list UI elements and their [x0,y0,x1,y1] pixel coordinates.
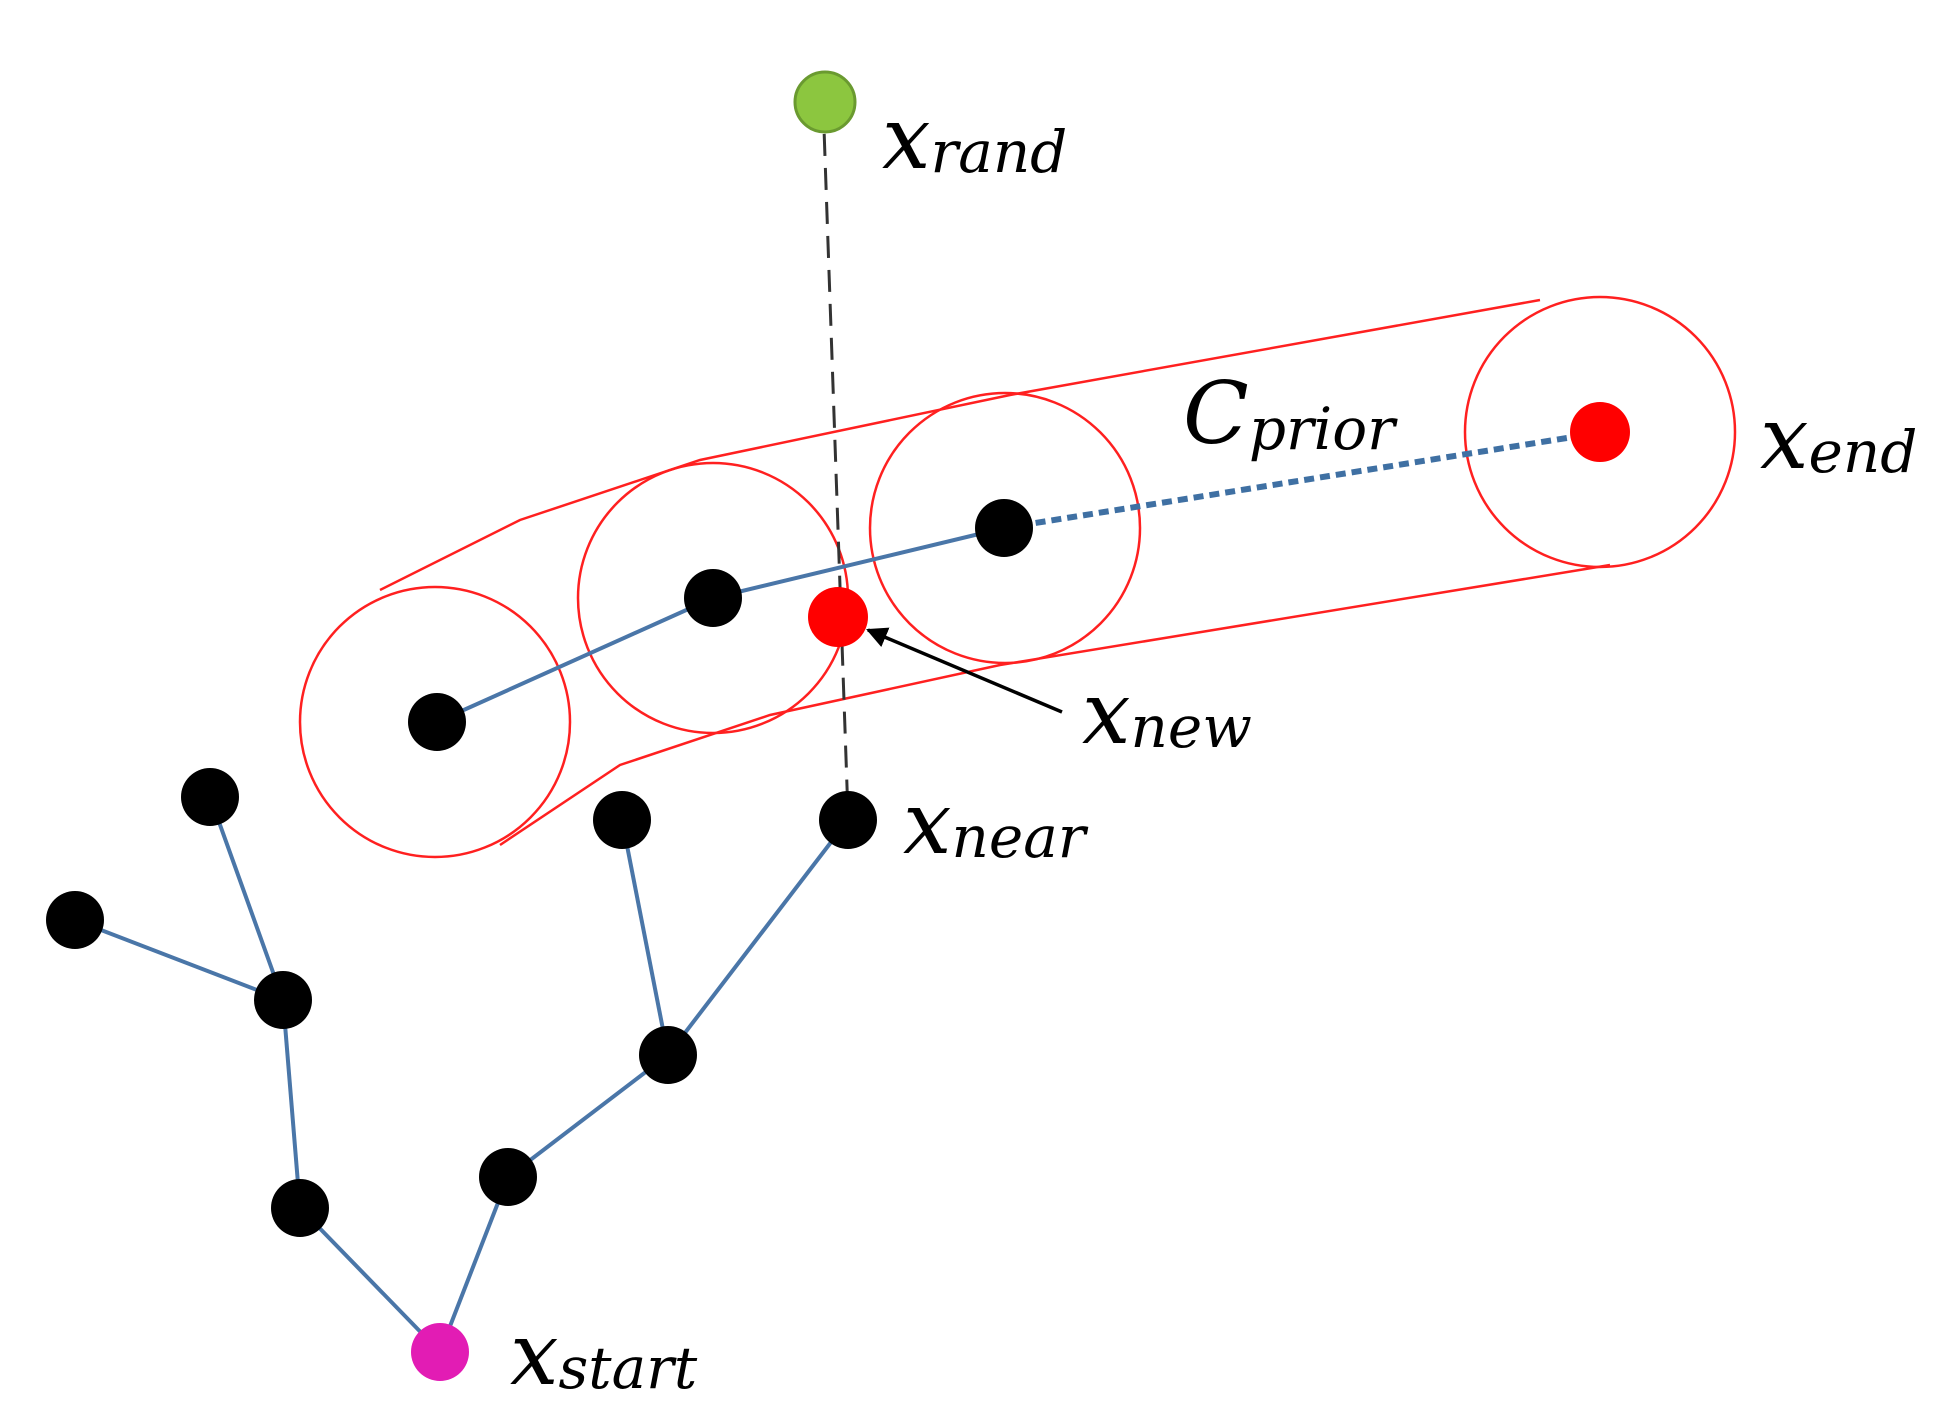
end-node [1570,402,1630,462]
prior-corridor [298,295,1737,859]
new-node [808,587,868,647]
corridor-circle-end [1463,295,1737,569]
label-base: x [1760,389,1809,489]
label-x-start: xstart [510,1305,698,1405]
tree-edge [74,918,284,1002]
label-sub: prior [1249,395,1398,463]
corridor-circle-3 [868,391,1142,665]
tree-node [479,1148,537,1206]
tree-edge [298,1206,442,1354]
corridor-top-edge [379,298,1541,592]
label-x-rand: xrand [882,89,1067,189]
tree-node [271,1179,329,1237]
tree-node [684,569,742,627]
label-sub: new [1131,693,1252,761]
corridor-circle-1 [298,585,572,859]
label-sub: near [952,803,1089,871]
tree-node [181,768,239,826]
tree-node [593,791,651,849]
tree-nodes [46,499,1033,1237]
label-sub: start [559,1334,698,1402]
label-x-near: xnear [903,774,1089,874]
tree-edges [74,526,1005,1354]
label-base: x [882,89,931,189]
rand-guide-line [821,99,850,816]
label-x-new: xnew [1082,664,1252,764]
label-x-end: xend [1760,389,1917,489]
tree-node [975,499,1033,557]
label-base: x [510,1305,559,1405]
tree-node [639,1026,697,1084]
start-node [411,1323,469,1381]
new-node-arrow [866,627,1063,714]
tree-node [46,891,104,949]
tree-edge [620,819,670,1056]
tree-edge [666,818,850,1057]
tree-edge [208,796,285,1001]
tree-edge [506,1053,670,1179]
corridor-bottom-edge [499,563,1611,847]
tree-edge [281,999,302,1209]
rand-node [793,70,857,134]
tree-edge [712,526,1005,600]
label-base: C [1183,364,1249,464]
tree-edge [436,596,714,724]
label-c-prior: Cprior [1183,364,1398,464]
near-node [819,791,877,849]
label-base: x [1082,664,1131,764]
label-sub: end [1809,418,1918,486]
label-base: x [903,774,952,874]
label-sub: rand [931,118,1068,186]
tree-node [254,971,312,1029]
tree-node [408,693,466,751]
prior-path [1003,430,1599,531]
tree-edge [438,1176,510,1353]
